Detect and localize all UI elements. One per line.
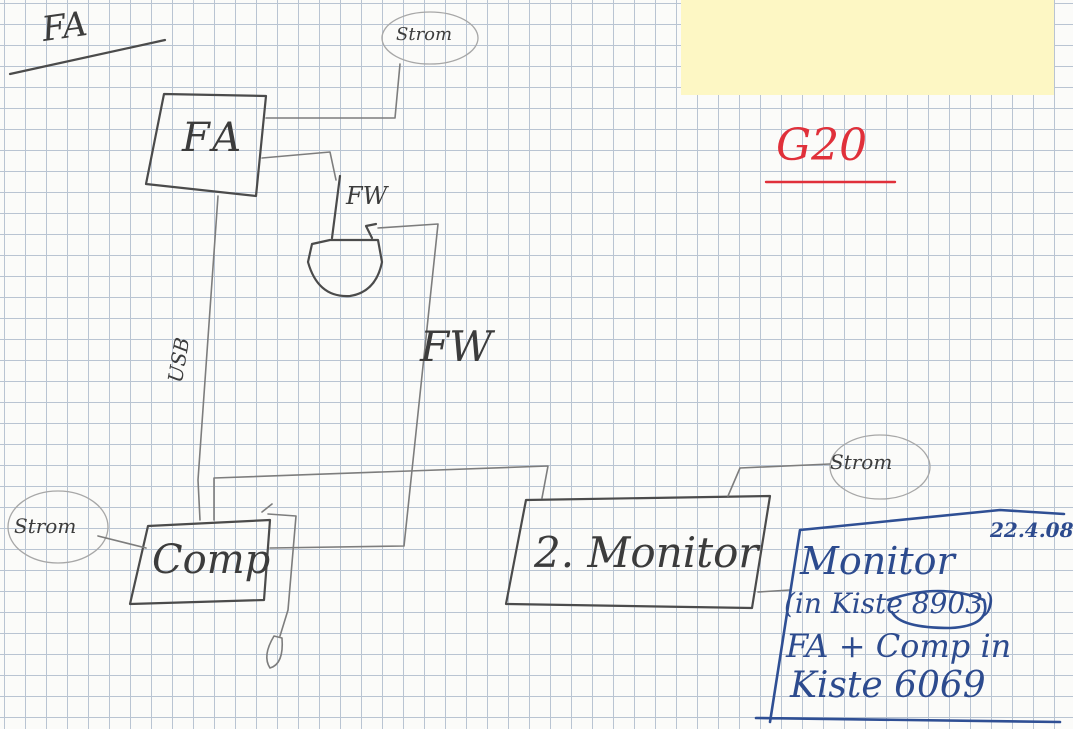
fa-box-label: FA xyxy=(182,115,248,161)
page-title: FA xyxy=(39,4,90,50)
strom-top-label: Strom xyxy=(396,24,453,45)
note-date: 22.4.08 xyxy=(990,518,1073,542)
comp-power-cable xyxy=(97,535,147,549)
kiste-circle xyxy=(886,589,987,630)
fw-adapter-plug xyxy=(364,222,378,240)
note-line-kiste-6069: Kiste 6069 xyxy=(790,665,986,706)
strom-left-bubble xyxy=(7,490,109,564)
monitor-power-cable xyxy=(727,463,831,497)
fa-box xyxy=(144,92,268,198)
monitor-box-label: 2. Monitor xyxy=(534,528,759,577)
fw-long-cable xyxy=(269,223,439,549)
strom-right-bubble xyxy=(829,434,931,500)
fa-power-cable xyxy=(265,63,401,119)
note-line-monitor: Monitor xyxy=(800,539,955,583)
title-underline xyxy=(8,38,167,76)
monitor-box xyxy=(504,494,772,610)
g20-label: G20 xyxy=(776,120,868,171)
strom-left-label: Strom xyxy=(14,514,77,538)
comp-box-label: Comp xyxy=(152,537,271,583)
fa-fw-cable xyxy=(261,151,337,181)
note-frame xyxy=(754,508,1066,724)
strom-right-label: Strom xyxy=(830,450,893,474)
note-line-fa-comp: FA + Comp in xyxy=(786,627,1012,665)
comp-plug xyxy=(266,635,284,669)
note-line-kiste-8903: (in Kiste 8903) xyxy=(784,587,994,620)
comp-box xyxy=(128,518,272,606)
comp-monitor-cable xyxy=(213,465,549,521)
fw-adapter xyxy=(306,174,384,298)
usb-cable xyxy=(197,195,219,521)
fw-top-label: FW xyxy=(346,182,388,210)
strom-top-bubble xyxy=(381,11,479,65)
monitor-side-cable xyxy=(757,589,791,593)
comp-extra-cable xyxy=(267,513,297,637)
fw-side-label: FW xyxy=(420,322,493,371)
sticky-note xyxy=(681,0,1054,95)
